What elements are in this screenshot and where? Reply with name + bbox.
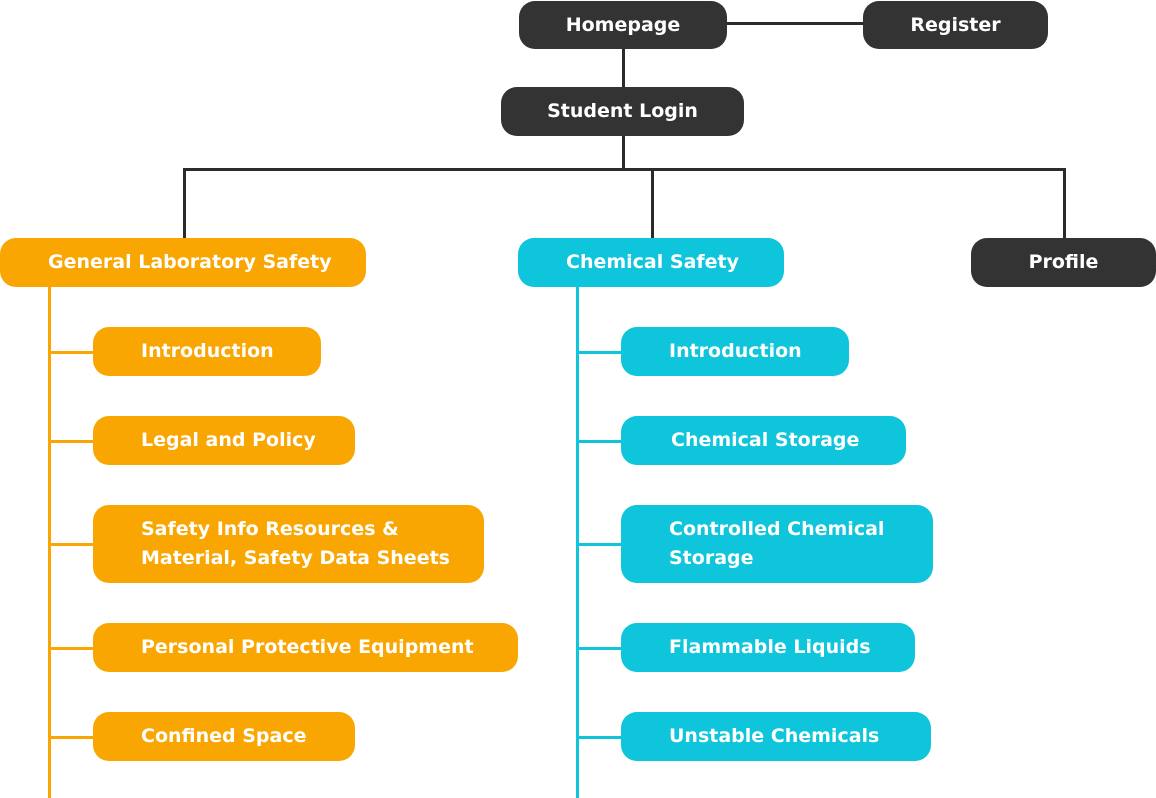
chemical-branch bbox=[576, 543, 622, 546]
connector-to-general bbox=[183, 168, 186, 239]
chemical-item-storage[interactable]: Chemical Storage bbox=[621, 416, 906, 465]
homepage-node[interactable]: Homepage bbox=[519, 1, 727, 49]
general-branch bbox=[48, 440, 94, 443]
general-item-confined-space[interactable]: Confined Space bbox=[93, 712, 355, 761]
chemical-item-controlled-storage[interactable]: Controlled Chemical Storage bbox=[621, 505, 933, 583]
student-login-node[interactable]: Student Login bbox=[501, 87, 744, 136]
general-item-legal-policy[interactable]: Legal and Policy bbox=[93, 416, 355, 465]
chemical-branch bbox=[576, 647, 622, 650]
general-branch bbox=[48, 543, 94, 546]
general-branch bbox=[48, 736, 94, 739]
chemical-item-flammable[interactable]: Flammable Liquids bbox=[621, 623, 915, 672]
general-spine bbox=[48, 286, 51, 798]
general-item-safety-info[interactable]: Safety Info Resources & Material, Safety… bbox=[93, 505, 484, 583]
chemical-branch bbox=[576, 440, 622, 443]
register-node[interactable]: Register bbox=[863, 1, 1048, 49]
connector-to-chemical bbox=[651, 168, 654, 239]
profile-node[interactable]: Profile bbox=[971, 238, 1156, 287]
connector-to-profile bbox=[1063, 168, 1066, 239]
connector-login-down bbox=[622, 134, 625, 170]
connector-homepage-register bbox=[726, 22, 864, 25]
chemical-item-unstable[interactable]: Unstable Chemicals bbox=[621, 712, 931, 761]
chemical-item-introduction[interactable]: Introduction bbox=[621, 327, 849, 376]
chemical-branch bbox=[576, 351, 622, 354]
chemical-safety-node[interactable]: Chemical Safety bbox=[518, 238, 784, 287]
general-lab-safety-node[interactable]: General Laboratory Safety bbox=[0, 238, 366, 287]
connector-branch-horizontal bbox=[183, 168, 1066, 171]
chemical-branch bbox=[576, 736, 622, 739]
chemical-spine bbox=[576, 286, 579, 798]
general-branch bbox=[48, 351, 94, 354]
general-branch bbox=[48, 647, 94, 650]
connector-homepage-login bbox=[622, 48, 625, 88]
general-item-introduction[interactable]: Introduction bbox=[93, 327, 321, 376]
general-item-ppe[interactable]: Personal Protective Equipment bbox=[93, 623, 518, 672]
